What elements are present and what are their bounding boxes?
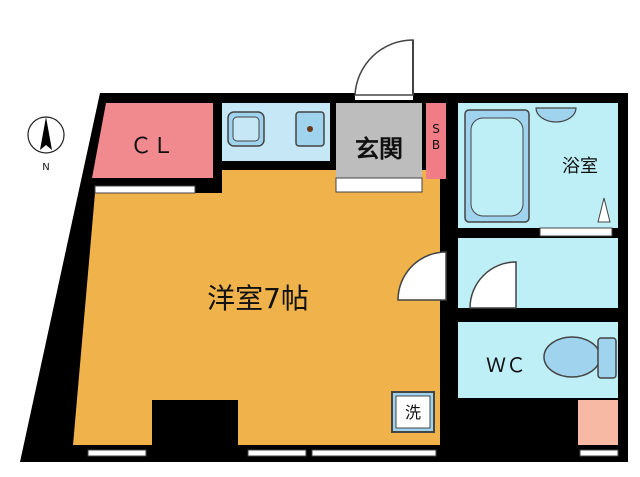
- wall-block: [152, 400, 238, 450]
- entrance-area: [336, 103, 422, 179]
- closet-door: [94, 185, 196, 194]
- room-door: [397, 251, 447, 301]
- compass-north-icon: [27, 116, 65, 154]
- toilet-label: ＷＣ: [486, 353, 526, 377]
- shoe-box-label-s: S: [432, 122, 440, 136]
- shoe-box-label-b: B: [432, 138, 440, 152]
- toilet-icon: [543, 336, 617, 379]
- bathtub-icon: [464, 109, 530, 223]
- sink-icon: [227, 111, 265, 147]
- storage-area: [578, 400, 618, 445]
- western-room: [73, 170, 440, 445]
- entrance-door: [354, 39, 414, 100]
- bathroom-label: 浴室: [562, 156, 598, 177]
- faucet-icon: [597, 197, 611, 223]
- entrance-label: 玄関: [355, 135, 403, 163]
- closet-label: ＣＬ: [130, 134, 174, 159]
- window: [87, 449, 147, 457]
- window: [579, 449, 619, 457]
- washing-machine-icon: [391, 391, 435, 433]
- western-room-label: 洋室7帖: [207, 282, 309, 315]
- compass-n-label: N: [42, 162, 49, 173]
- window: [311, 449, 437, 457]
- shoe-box: [426, 103, 446, 179]
- washer-label: 洗: [405, 403, 421, 422]
- window: [247, 449, 307, 457]
- closet-area: [92, 103, 213, 178]
- basin-icon: [535, 107, 577, 123]
- washroom-door: [469, 261, 517, 309]
- entrance-step: [335, 177, 423, 193]
- stove-icon: [295, 111, 325, 147]
- bath-door: [539, 227, 613, 237]
